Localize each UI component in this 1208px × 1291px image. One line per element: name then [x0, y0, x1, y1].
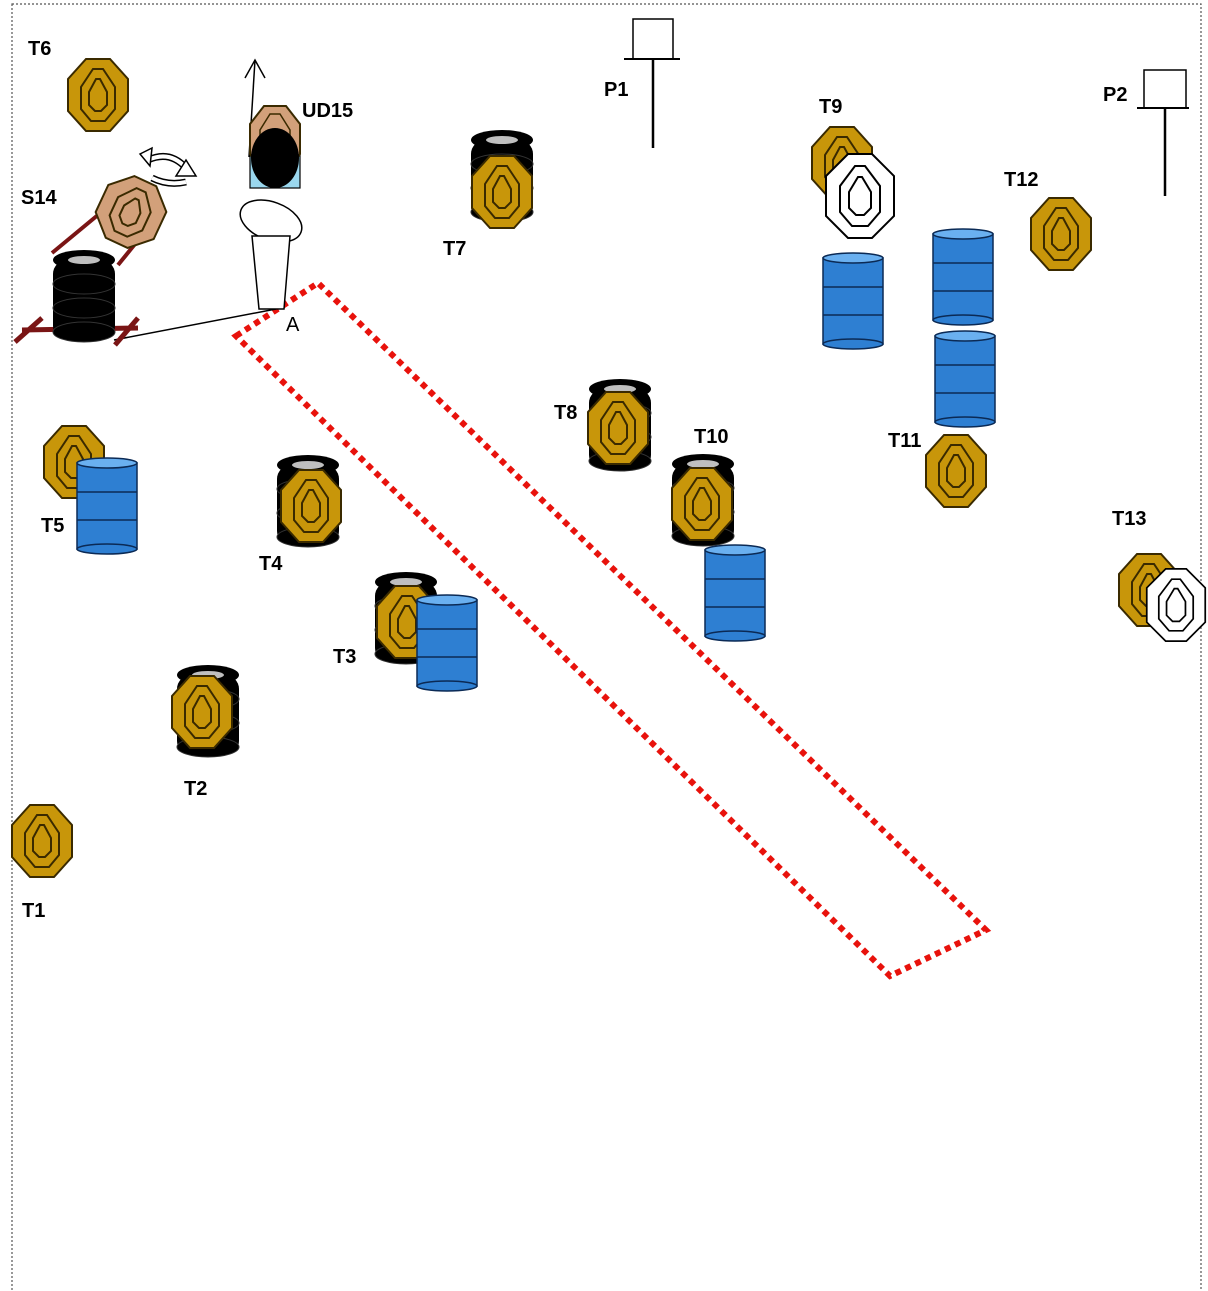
barrel-icon [76, 457, 138, 555]
barrel-icon [934, 330, 996, 428]
label-t11: T11 [888, 430, 921, 452]
shooting-area-dotted-red [231, 279, 992, 980]
label-s14: S14 [21, 187, 57, 209]
octagon-target-icon [171, 675, 233, 749]
barrel-icon [932, 228, 994, 326]
no-shoot-target-icon [1145, 568, 1207, 642]
popper-icon [624, 18, 680, 148]
barrel-icon [822, 252, 884, 350]
label-t8: T8 [554, 402, 577, 424]
swinging-target-icon [13, 146, 198, 347]
label-t2: T2 [184, 778, 207, 800]
octagon-target-icon [280, 469, 342, 543]
label-t7: T7 [443, 238, 466, 260]
shooter-start-icon [113, 199, 303, 341]
octagon-target-icon [67, 58, 129, 132]
label-p1: P1 [604, 79, 628, 101]
label-t4: T4 [259, 553, 283, 575]
label-t3: T3 [333, 646, 356, 668]
octagon-target-icon [1030, 197, 1092, 271]
stage-border [11, 3, 1202, 1291]
label-ud15: UD15 [302, 100, 353, 122]
octagon-target-icon [671, 467, 733, 541]
label-t5: T5 [41, 515, 64, 537]
label-t13: T13 [1112, 508, 1146, 530]
label-p2: P2 [1103, 84, 1127, 106]
label-t10: T10 [694, 426, 728, 448]
barrel-icon [704, 544, 766, 642]
octagon-target-icon [471, 155, 533, 229]
no-shoot-target-icon [825, 153, 895, 239]
label-t12: T12 [1004, 169, 1038, 191]
label-t9: T9 [819, 96, 842, 118]
popper-icon [1137, 69, 1189, 196]
barrel-icon [416, 594, 478, 692]
octagon-target-icon [587, 391, 649, 465]
label-t6: T6 [28, 38, 51, 60]
octagon-target-icon [925, 434, 987, 508]
label-start-a: A [286, 314, 300, 336]
octagon-target-icon [11, 804, 73, 878]
up-down-target-icon [244, 58, 301, 189]
label-t1: T1 [22, 900, 45, 922]
